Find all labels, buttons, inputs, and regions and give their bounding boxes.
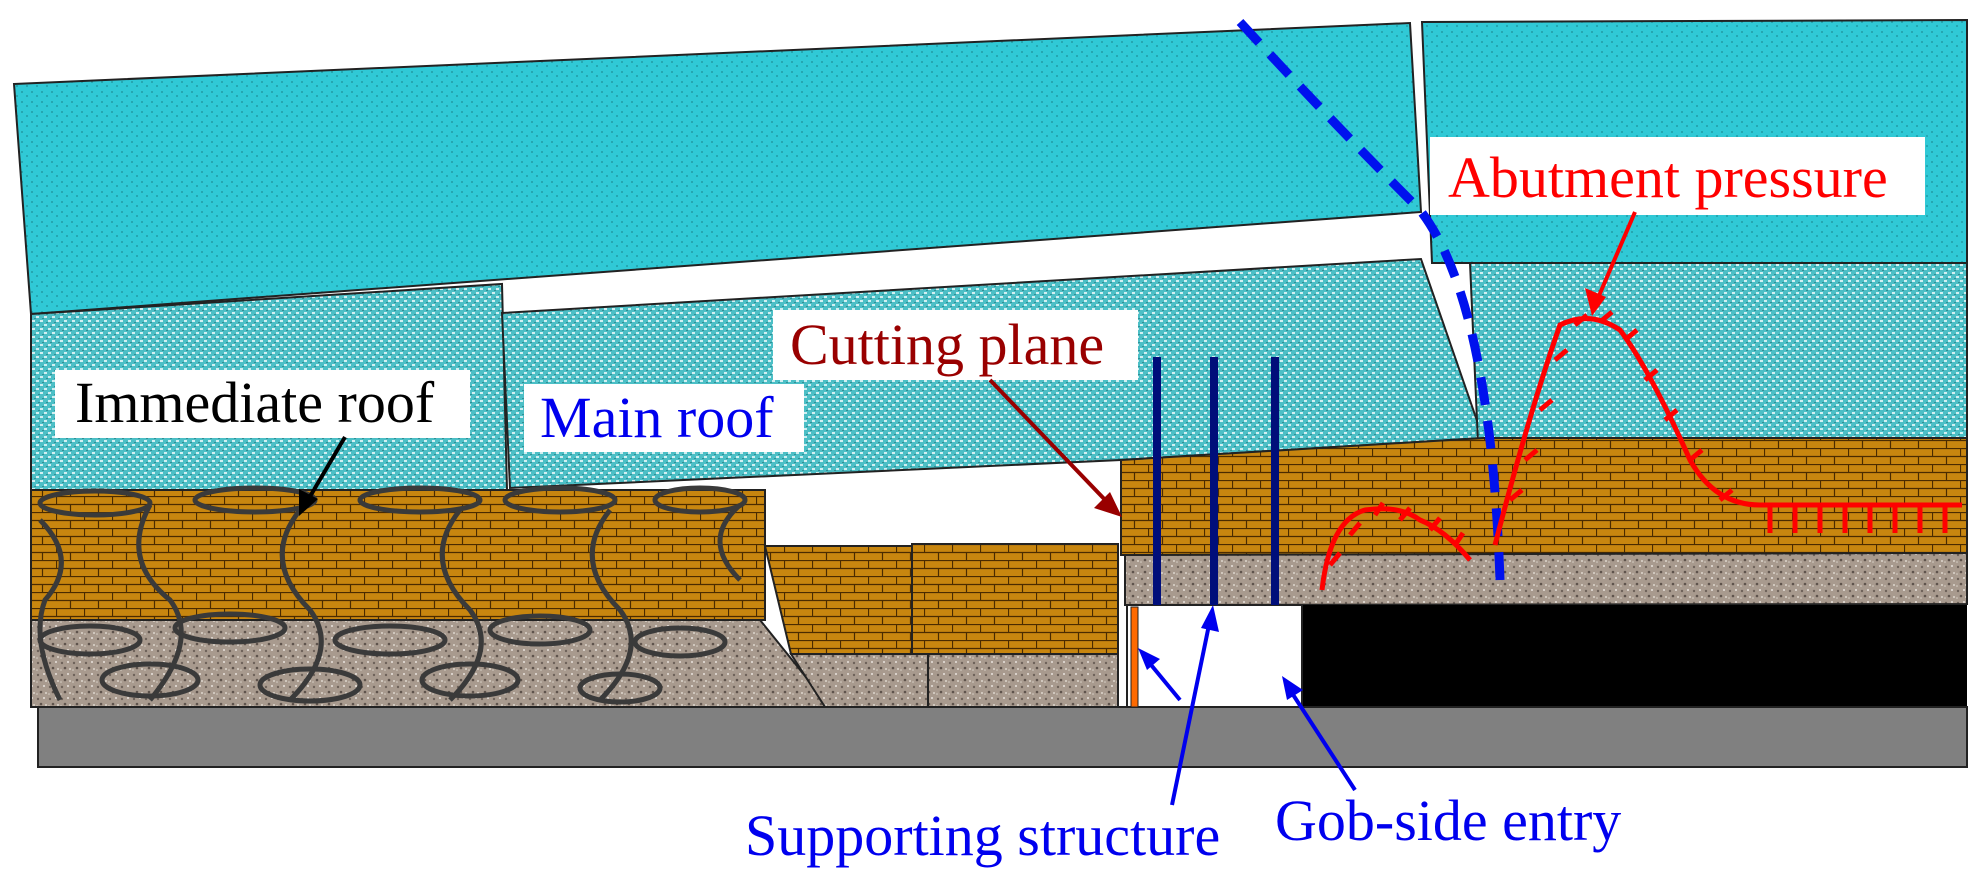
gravel-above-entry xyxy=(1124,551,1968,607)
gravel-under-block-2 xyxy=(927,653,1119,708)
cut-immediate-roof xyxy=(1120,437,1968,557)
broken-block-1 xyxy=(763,545,913,655)
immediate-roof-label: Immediate roof xyxy=(75,370,435,435)
supporting-structure-arrow-1-head xyxy=(1138,648,1160,670)
cutting-plane-label: Cutting plane xyxy=(790,312,1104,377)
immediate-roof-arrow-head xyxy=(299,489,318,516)
main-roof-label: Main roof xyxy=(540,385,774,450)
supporting-structure-arrow-2 xyxy=(1170,619,1212,806)
main-roof-block-right xyxy=(1468,262,1968,444)
immediate-roof-strata xyxy=(30,437,1968,655)
floor-stratum xyxy=(37,706,1968,768)
supporting-structure-arrow-2-head xyxy=(1201,605,1219,632)
cutting-plane-arrow-head xyxy=(1094,492,1122,517)
immediate-roof-arrow-line xyxy=(303,435,347,507)
supporting-structure-label: Supporting structure xyxy=(745,803,1220,868)
abutment-pressure-curve xyxy=(1319,310,1962,591)
cutting-plane-arrow-line xyxy=(988,378,1112,507)
abutment-arrow-line xyxy=(1593,211,1637,306)
cutting-plane-label-bg xyxy=(773,310,1138,380)
supporting-structure-arrow-1 xyxy=(1145,658,1182,702)
support-bolts xyxy=(1153,357,1279,605)
supporting-prop xyxy=(1130,606,1139,708)
caved-block-outlines xyxy=(37,485,748,705)
immediate-roof-label-bg xyxy=(55,370,470,438)
broken-block-2 xyxy=(911,543,1119,655)
abutment-pressure-label: Abutment pressure xyxy=(1448,145,1888,210)
gob-side-entry-arrow-line xyxy=(1288,688,1357,792)
leader-arrows xyxy=(299,211,1637,806)
coal-seam xyxy=(1302,605,1967,707)
upper-stratum-left xyxy=(12,21,1423,316)
fracture-line xyxy=(1236,18,1505,581)
main-roof-label-bg xyxy=(524,384,804,452)
abutment-pressure-label-bg xyxy=(1430,137,1925,215)
abutment-arrow-head xyxy=(1585,288,1606,316)
gob-side-entry-label: Gob-side entry xyxy=(1275,788,1621,853)
gob-side-entry-arrow-head xyxy=(1282,676,1303,700)
